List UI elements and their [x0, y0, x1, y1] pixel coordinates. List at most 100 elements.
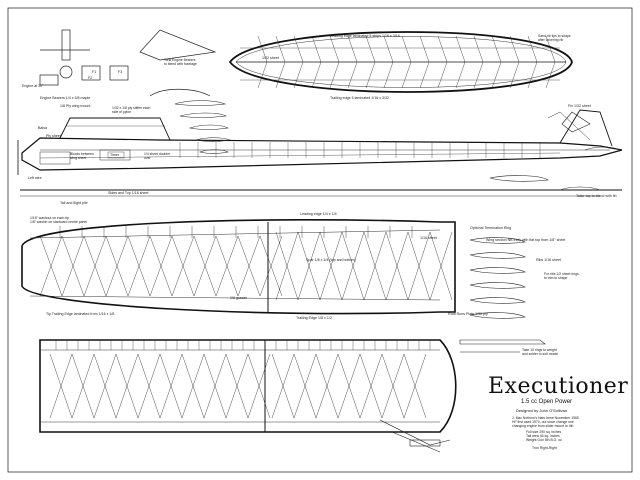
- wing-rib: [337, 385, 350, 419]
- wing-rib: [370, 385, 383, 419]
- right-parts: [459, 111, 621, 353]
- wing-rib: [49, 353, 62, 387]
- wing-rib: [348, 385, 361, 419]
- dethermaliser-detail: [379, 419, 451, 453]
- wing-rib: [193, 235, 206, 267]
- wing-rib: [363, 231, 376, 267]
- wing-rib: [214, 385, 227, 419]
- wing-rib: [359, 353, 372, 387]
- wing-rib: [148, 353, 161, 387]
- wing-rib: [248, 265, 261, 297]
- wing-rib: [509, 61, 520, 89]
- pylon-sheet-label: 1/32 x 1/8 ply stiffen each side of pylo…: [112, 106, 151, 115]
- wing-rib: [440, 265, 453, 301]
- wing-rib: [50, 235, 63, 267]
- wing-rib: [138, 265, 151, 297]
- wing-rib: [61, 265, 74, 297]
- main-wing-panel-lower: [39, 339, 457, 433]
- wing-rib: [115, 385, 128, 419]
- wing-rib: [473, 61, 484, 89]
- wing-rib: [414, 385, 427, 419]
- wing-rib: [72, 235, 85, 267]
- former-f1-label: F1: [92, 70, 97, 74]
- engine-bearers-label: Engine Bearers 1/4 x 3/8 maple: [40, 96, 91, 100]
- wing-rib: [259, 235, 272, 267]
- wing-rib: [429, 265, 442, 301]
- wing-rib: [329, 35, 340, 63]
- wing-rib: [381, 385, 394, 419]
- wing-rib: [170, 353, 183, 387]
- sand-label: Sand rib tips to shape after covering ri…: [538, 34, 571, 43]
- wing-rib: [204, 235, 217, 267]
- leading-edge-mid-label: Leading edge 1/4 x 1/4: [300, 212, 337, 216]
- wing-rib: [418, 265, 431, 301]
- wing-rib: [282, 385, 295, 419]
- wing-rib: [127, 235, 140, 267]
- former-f3-label: F3: [118, 70, 123, 74]
- wing-rib: [257, 35, 268, 63]
- former-f2-label: F2: [88, 76, 93, 80]
- wing-rib: [440, 231, 453, 267]
- wing-rib: [82, 353, 95, 387]
- sheet-border: [7, 7, 633, 473]
- wing-rib: [171, 235, 184, 267]
- pylon-doubler-label: 1/4 sheet doubler over: [144, 152, 171, 161]
- wing-rib: [347, 35, 358, 63]
- wing-rib: [282, 353, 295, 387]
- wing-rib: [293, 385, 306, 419]
- wing-rib: [527, 35, 538, 63]
- wing-rib: [149, 235, 162, 267]
- engine-mount-detail: [39, 29, 217, 97]
- block-fitting-label: Blocks between wing sheet: [70, 152, 94, 161]
- wing-rib: [83, 265, 96, 297]
- wing-rib: [93, 353, 106, 387]
- wing-rib: [455, 61, 466, 89]
- wing-rib: [71, 385, 84, 419]
- wing-rib: [192, 353, 205, 387]
- wing-rib: [527, 61, 538, 89]
- wing-rib: [181, 353, 194, 387]
- wing-rib: [381, 353, 394, 387]
- wing-rib: [374, 265, 387, 301]
- wing-rib: [365, 61, 376, 89]
- wing-rib: [383, 61, 394, 89]
- wing-rib: [311, 61, 322, 89]
- wing-section-label: Wing section NB thick with flat top from…: [486, 238, 566, 242]
- wing-rib: [315, 385, 328, 419]
- ply-sheet-label: Ply sheet: [46, 134, 61, 138]
- wing-rib: [491, 61, 502, 89]
- wing-rib: [181, 385, 194, 419]
- wing-rib: [319, 231, 332, 267]
- wing-rib: [236, 353, 249, 387]
- wing-rib: [329, 61, 340, 89]
- cutout-label: Tank Engine Bearers to blend with fusela…: [164, 58, 197, 67]
- wing-rib: [403, 385, 416, 419]
- wing-rib: [215, 265, 228, 297]
- wing-rib: [160, 235, 173, 267]
- wing-rib: [270, 265, 283, 297]
- wing-rib: [237, 265, 250, 297]
- wing-rib: [105, 235, 118, 267]
- wing-rib: [225, 353, 238, 387]
- wing-rib: [275, 265, 288, 301]
- wing-rib: [509, 35, 520, 63]
- wing-rib: [396, 231, 409, 267]
- wing-rib: [94, 265, 107, 297]
- wing-rib: [236, 385, 249, 419]
- dethermaliser-label: Optional Termination Ring: [470, 226, 512, 230]
- top-wing-panel: [228, 31, 573, 93]
- wing-rib: [138, 235, 151, 267]
- wing-rib: [385, 231, 398, 267]
- trailing-edge-top-label: Trailing edge 5 laminated 1/16 x 3/32: [330, 96, 390, 100]
- wing-rib: [330, 231, 343, 267]
- wing-rib: [347, 61, 358, 89]
- wing-rib: [248, 235, 261, 267]
- wing-rib: [275, 61, 286, 89]
- wing-rib: [407, 231, 420, 267]
- sheet-top-label: 1/32 sheet: [262, 56, 279, 60]
- wing-joiner-label: 1/16 sheet: [420, 236, 437, 240]
- wing-rib: [365, 35, 376, 63]
- wing-rib: [419, 35, 430, 63]
- wing-rib: [50, 265, 63, 297]
- wing-rib: [247, 353, 260, 387]
